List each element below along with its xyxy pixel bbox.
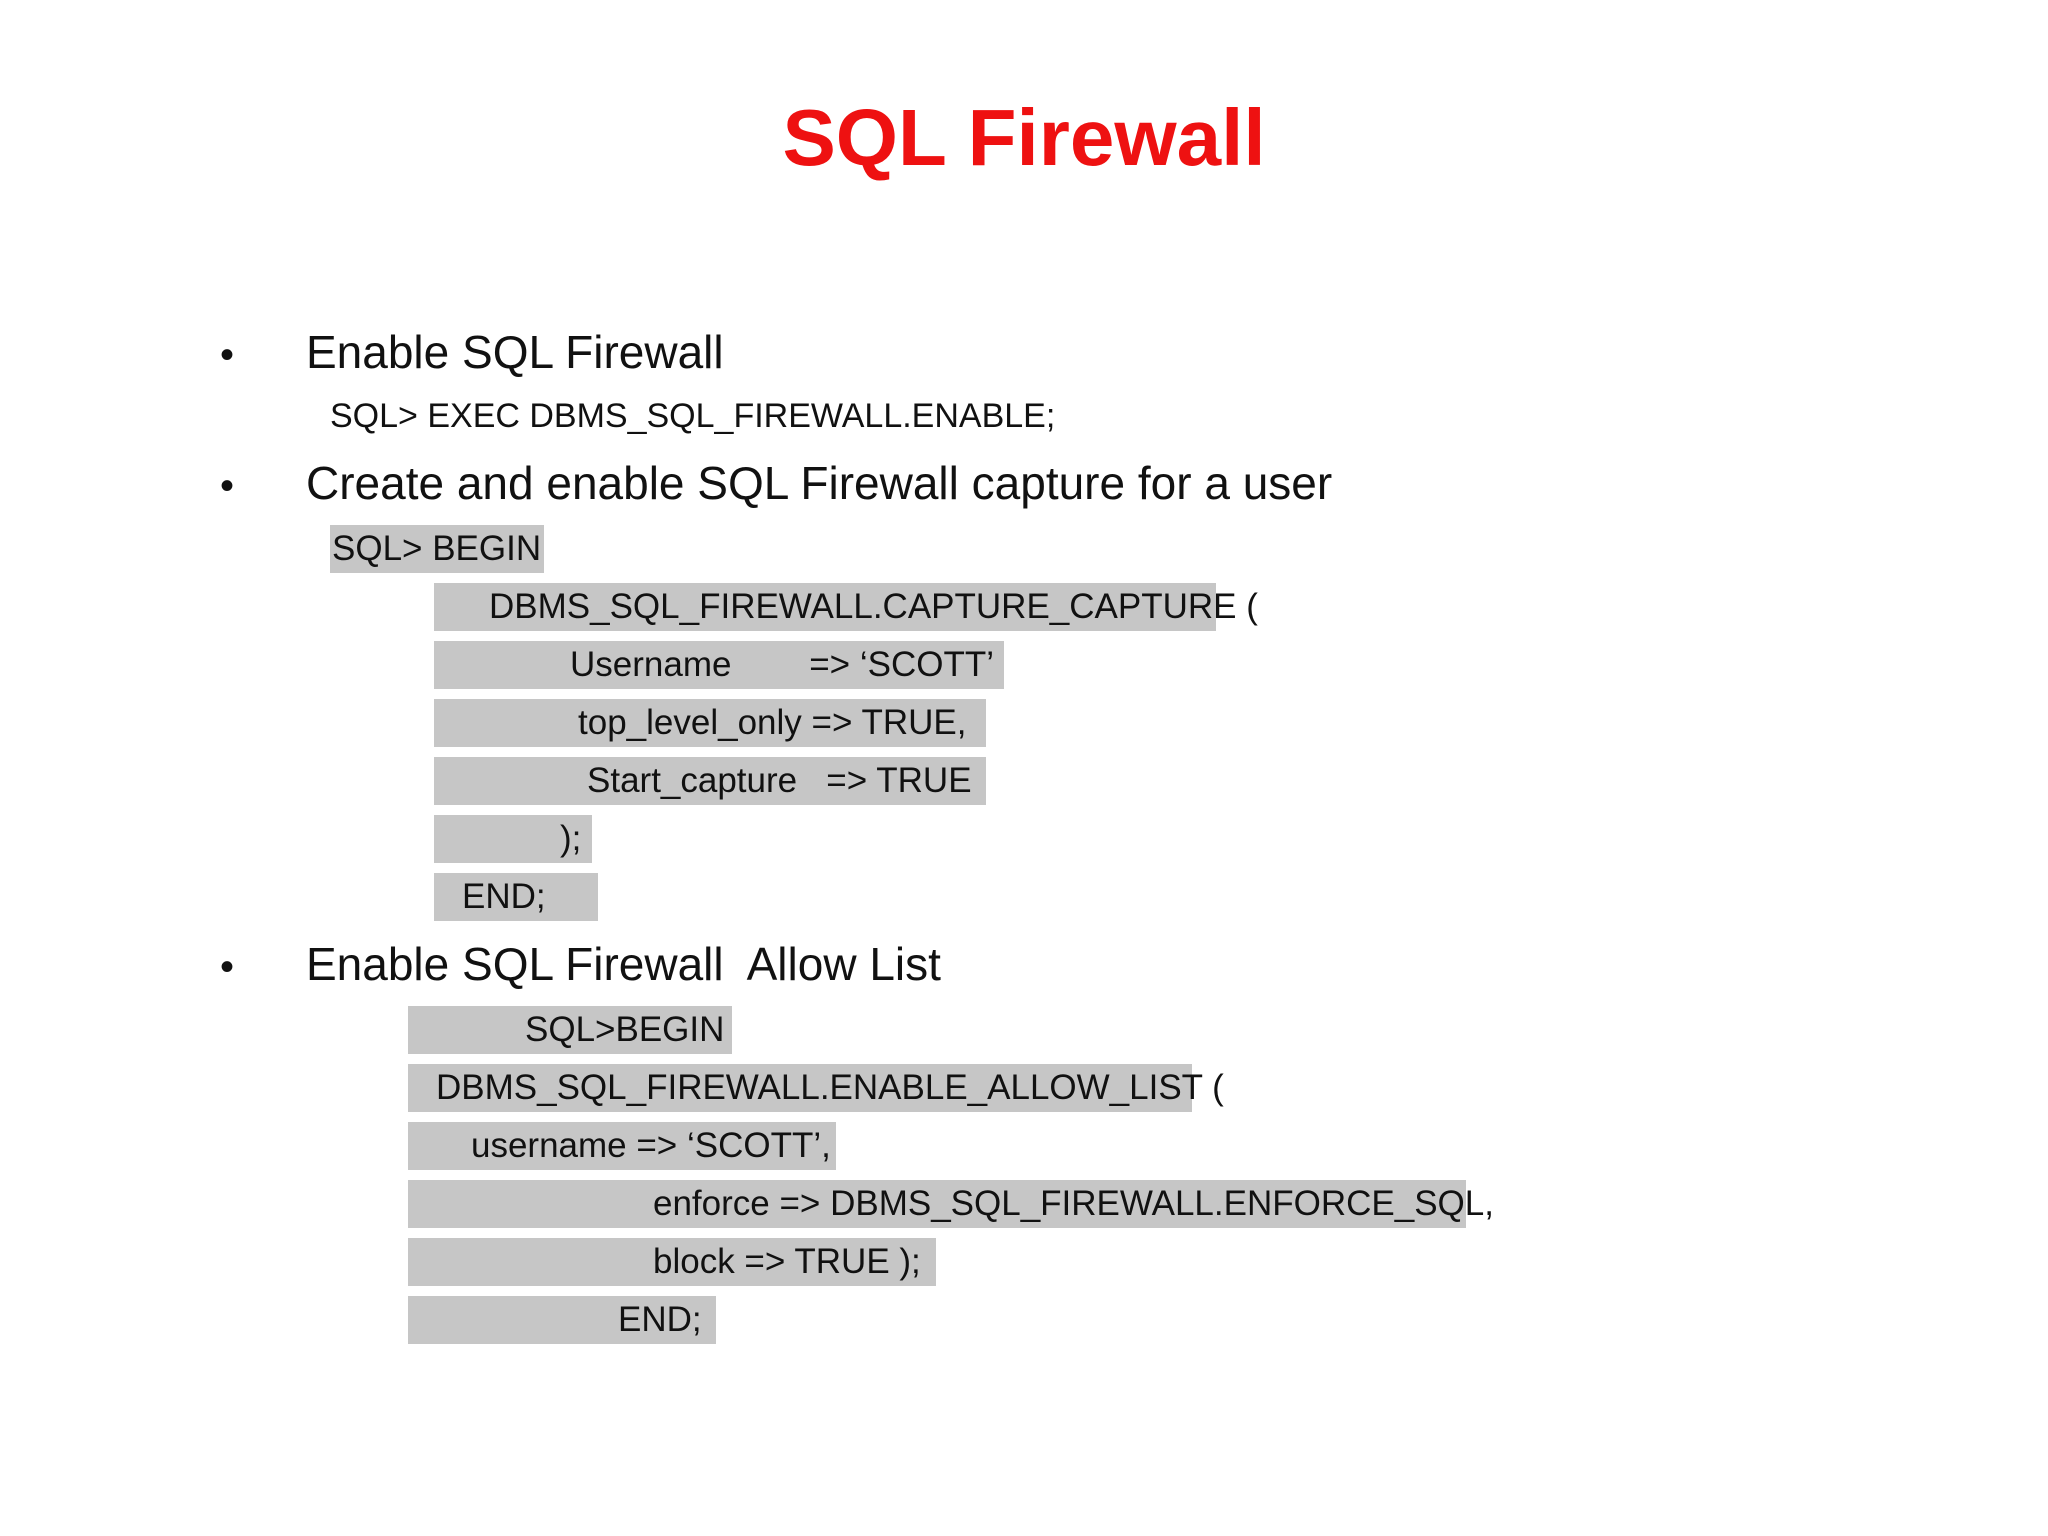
bullet-heading: Create and enable SQL Firewall capture f… <box>306 457 1333 509</box>
code-line: block => TRUE ); <box>408 1238 936 1286</box>
code-line: SQL>BEGIN <box>408 1006 732 1054</box>
bullet-icon: • <box>220 945 235 989</box>
code-enable-firewall: SQL> EXEC DBMS_SQL_FIREWALL.ENABLE; <box>330 397 1056 435</box>
bullet-icon: • <box>220 464 235 508</box>
code-line: Username => ‘SCOTT’ <box>434 641 1004 689</box>
code-line: Start_capture => TRUE <box>434 757 986 805</box>
bullet-icon: • <box>220 333 235 377</box>
bullet-allow-list: • Enable SQL Firewall Allow List <box>220 936 941 995</box>
slide-title: SQL Firewall <box>782 93 1266 182</box>
code-line: END; <box>434 873 598 921</box>
bullet-enable-firewall: • Enable SQL Firewall <box>220 324 724 383</box>
code-line: END; <box>408 1296 716 1344</box>
bullet-create-capture: • Create and enable SQL Firewall capture … <box>220 455 1332 514</box>
bullet-heading: Enable SQL Firewall Allow List <box>306 938 941 990</box>
code-line: enforce => DBMS_SQL_FIREWALL.ENFORCE_SQL… <box>408 1180 1494 1228</box>
bullet-heading: Enable SQL Firewall <box>306 326 724 378</box>
code-line: top_level_only => TRUE, <box>434 699 986 747</box>
code-line: DBMS_SQL_FIREWALL.CAPTURE_CAPTURE ( <box>434 583 1258 631</box>
code-line: SQL> BEGIN <box>330 525 544 573</box>
code-line: DBMS_SQL_FIREWALL.ENABLE_ALLOW_LIST ( <box>408 1064 1224 1112</box>
code-line: ); <box>434 815 592 863</box>
code-line: username => ‘SCOTT’, <box>408 1122 836 1170</box>
